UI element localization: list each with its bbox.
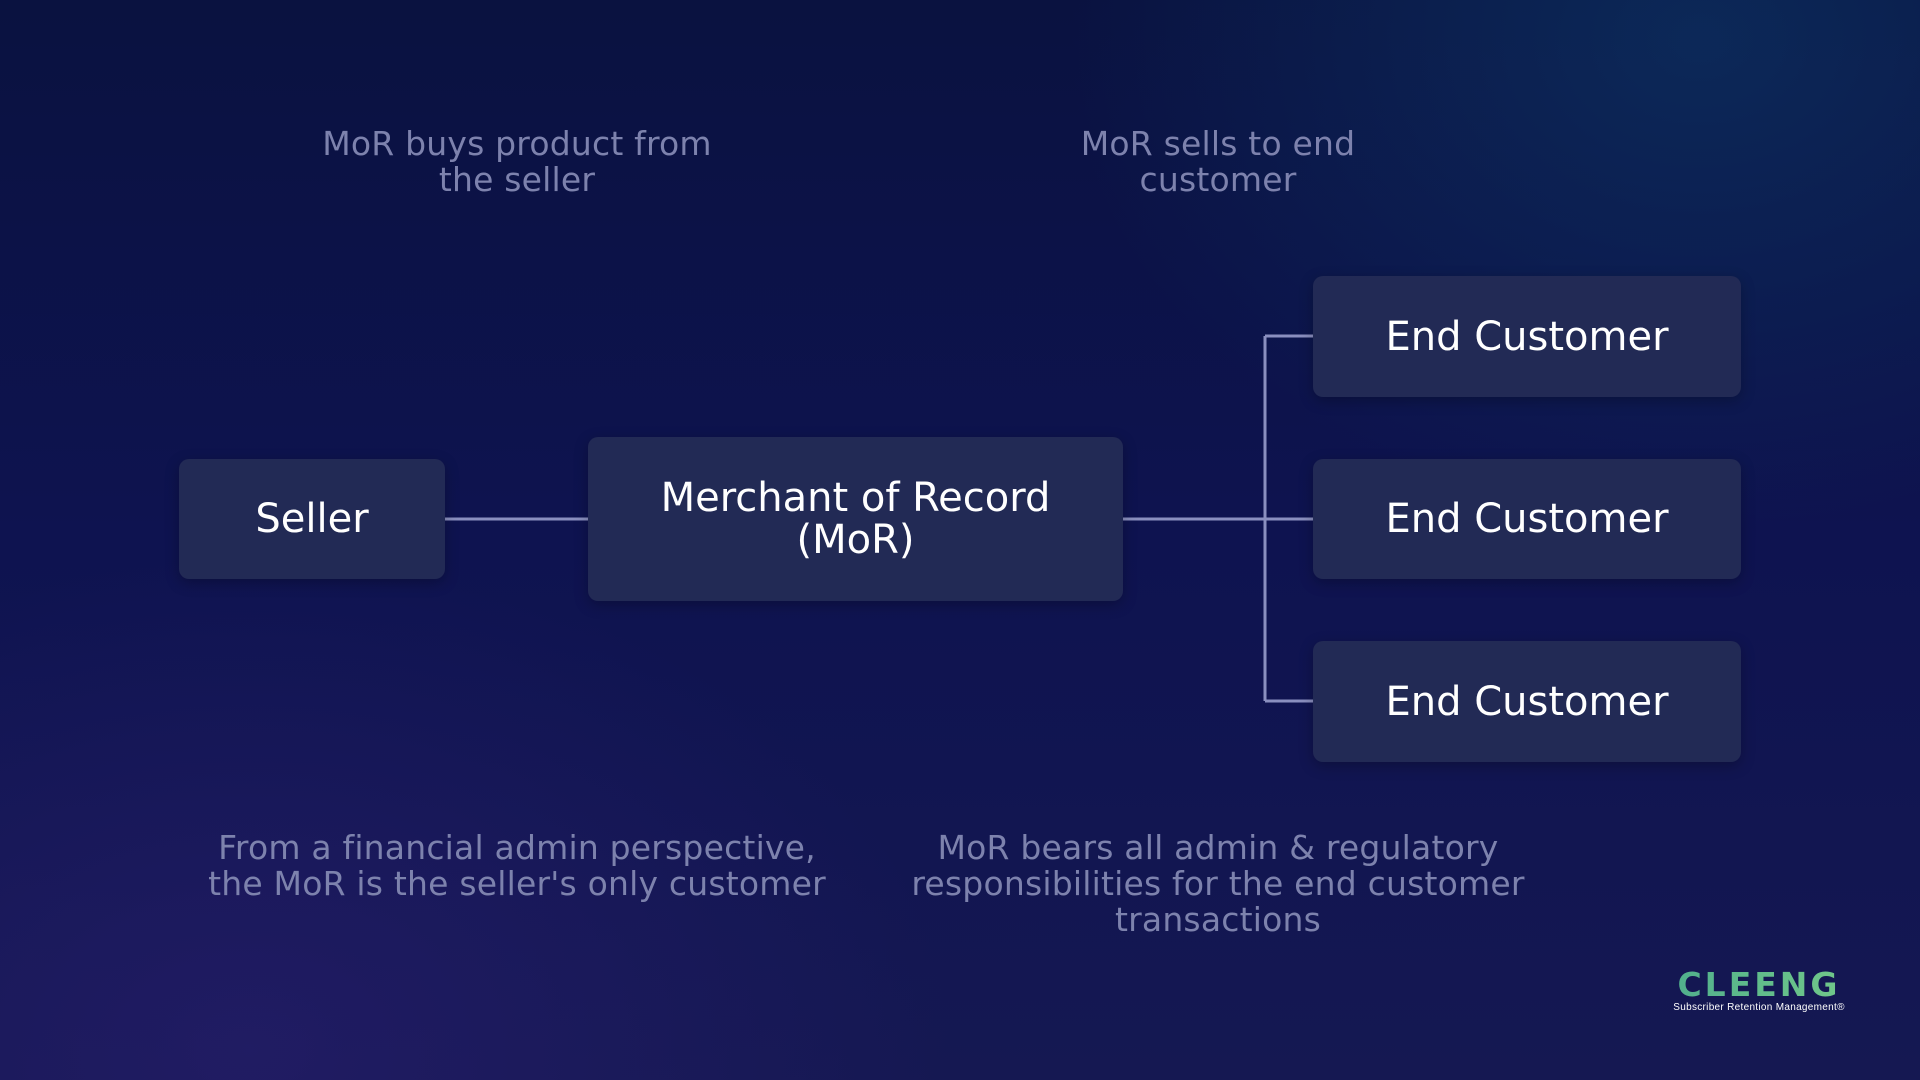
seller-label: Seller [255,496,369,542]
merchant-of-record-node: Merchant of Record (MoR) [588,437,1123,601]
seller-node: Seller [179,459,445,579]
end-customer-label: End Customer [1385,313,1669,360]
cleeng-logo-tagline: Subscriber Retention Management® [1673,1002,1845,1013]
caption-financial-admin: From a financial admin perspective, the … [208,828,826,903]
caption-regulatory: MoR bears all admin & regulatory respons… [911,828,1525,939]
caption-mor-sells: MoR sells to end customer [1080,124,1356,199]
merchant-of-record-label: Merchant of Record (MoR) [660,475,1051,563]
end-customer-label: End Customer [1385,496,1669,542]
caption-mor-buys: MoR buys product from the seller [322,124,712,199]
end-customer-node-3: End Customer [1313,641,1741,762]
end-customer-label: End Customer [1385,678,1669,725]
cleeng-logo: CLEENG Subscriber Retention Management® [1666,968,1852,1014]
cleeng-logo-wordmark: CLEENG [1666,968,1852,1002]
end-customer-node-1: End Customer [1313,276,1741,397]
end-customer-node-2: End Customer [1313,459,1741,579]
